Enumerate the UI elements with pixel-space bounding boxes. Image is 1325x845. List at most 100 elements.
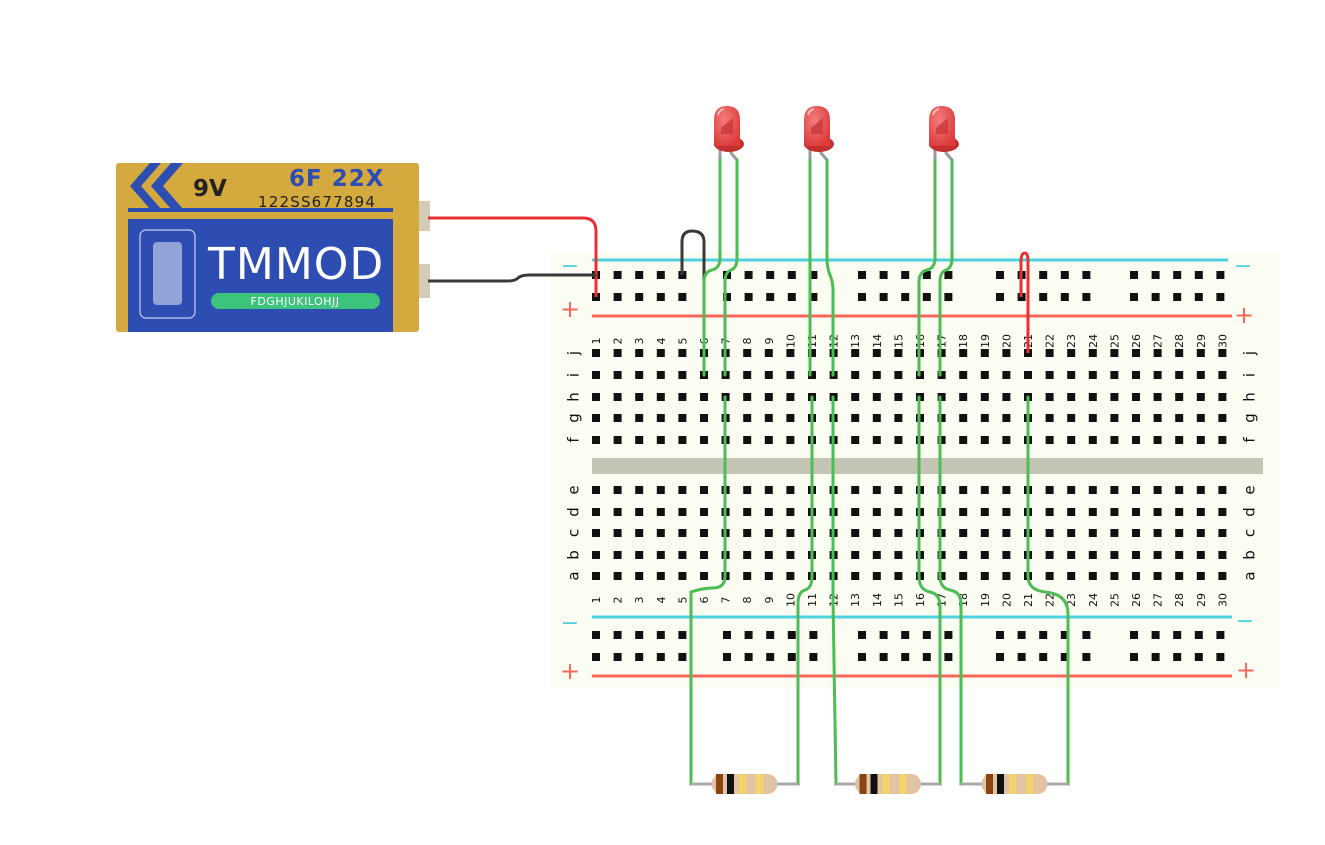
hole-g3[interactable]	[635, 414, 644, 422]
hole-c6[interactable]	[700, 529, 708, 537]
hole-i27[interactable]	[1153, 371, 1162, 379]
rail-hole[interactable]	[1151, 653, 1160, 661]
rail-hole[interactable]	[787, 293, 796, 301]
hole-h19[interactable]	[980, 393, 989, 401]
hole-h15[interactable]	[894, 393, 903, 401]
hole-h10[interactable]	[786, 393, 795, 401]
hole-b19[interactable]	[980, 551, 989, 559]
hole-j9[interactable]	[764, 349, 773, 357]
hole-j19[interactable]	[980, 349, 989, 357]
hole-j30[interactable]	[1218, 349, 1227, 357]
rail-hole[interactable]	[592, 653, 600, 661]
rail-hole[interactable]	[1216, 271, 1225, 279]
hole-a30[interactable]	[1218, 572, 1227, 580]
hole-h22[interactable]	[1045, 393, 1054, 401]
hole-g1[interactable]	[592, 414, 600, 422]
rail-hole[interactable]	[678, 293, 687, 301]
hole-b26[interactable]	[1132, 551, 1140, 559]
hole-e25[interactable]	[1110, 486, 1119, 494]
hole-b27[interactable]	[1153, 551, 1162, 559]
hole-g25[interactable]	[1110, 414, 1119, 422]
hole-a25[interactable]	[1110, 572, 1119, 580]
rail-hole[interactable]	[944, 631, 953, 639]
hole-c5[interactable]	[678, 529, 687, 537]
hole-g9[interactable]	[764, 414, 773, 422]
hole-c17[interactable]	[937, 529, 946, 537]
hole-b5[interactable]	[678, 551, 687, 559]
hole-e18[interactable]	[959, 486, 968, 494]
rail-hole[interactable]	[592, 631, 600, 639]
rail-hole[interactable]	[656, 271, 665, 279]
hole-i28[interactable]	[1175, 371, 1184, 379]
hole-g8[interactable]	[743, 414, 752, 422]
hole-j4[interactable]	[656, 349, 665, 357]
battery-terminal-positive[interactable]	[418, 201, 430, 231]
hole-j17[interactable]	[937, 349, 946, 357]
hole-h20[interactable]	[1002, 393, 1011, 401]
rail-hole[interactable]	[723, 293, 731, 301]
hole-j25[interactable]	[1110, 349, 1119, 357]
rail-hole[interactable]	[901, 271, 910, 279]
hole-a18[interactable]	[959, 572, 968, 580]
hole-b4[interactable]	[656, 551, 665, 559]
hole-b2[interactable]	[613, 551, 622, 559]
led-1[interactable]	[714, 106, 744, 161]
hole-f5[interactable]	[678, 436, 687, 444]
rail-hole[interactable]	[1151, 631, 1160, 639]
rail-hole[interactable]	[1017, 653, 1026, 661]
hole-f4[interactable]	[656, 436, 665, 444]
hole-j15[interactable]	[894, 349, 903, 357]
rail-hole[interactable]	[1130, 631, 1138, 639]
hole-c26[interactable]	[1132, 529, 1140, 537]
rail-hole[interactable]	[1216, 631, 1225, 639]
hole-i29[interactable]	[1196, 371, 1205, 379]
hole-j13[interactable]	[851, 349, 860, 357]
rail-hole[interactable]	[996, 653, 1004, 661]
hole-g2[interactable]	[613, 414, 622, 422]
hole-f9[interactable]	[764, 436, 773, 444]
hole-j10[interactable]	[786, 349, 795, 357]
hole-d6[interactable]	[700, 508, 708, 516]
rail-hole[interactable]	[723, 653, 731, 661]
rail-hole[interactable]	[1060, 653, 1069, 661]
hole-d28[interactable]	[1175, 508, 1184, 516]
hole-f20[interactable]	[1002, 436, 1011, 444]
hole-e22[interactable]	[1045, 486, 1054, 494]
hole-d19[interactable]	[980, 508, 989, 516]
hole-d26[interactable]	[1132, 508, 1140, 516]
hole-i22[interactable]	[1045, 371, 1054, 379]
wire-col11-to-resistor1[interactable]	[776, 395, 814, 786]
hole-a28[interactable]	[1175, 572, 1184, 580]
hole-b6[interactable]	[700, 551, 708, 559]
hole-a10[interactable]	[786, 572, 795, 580]
hole-i4[interactable]	[656, 371, 665, 379]
hole-f3[interactable]	[635, 436, 644, 444]
hole-a4[interactable]	[656, 572, 665, 580]
hole-h24[interactable]	[1088, 393, 1097, 401]
hole-h30[interactable]	[1218, 393, 1227, 401]
hole-g15[interactable]	[894, 414, 903, 422]
rail-hole[interactable]	[922, 271, 931, 279]
hole-d22[interactable]	[1045, 508, 1054, 516]
hole-h9[interactable]	[764, 393, 773, 401]
wire-led1-cathode[interactable]	[702, 158, 722, 377]
rail-hole[interactable]	[1194, 293, 1203, 301]
rail-hole[interactable]	[1039, 653, 1048, 661]
hole-a29[interactable]	[1196, 572, 1205, 580]
rail-hole[interactable]	[635, 293, 644, 301]
rail-hole[interactable]	[996, 631, 1004, 639]
hole-f15[interactable]	[894, 436, 903, 444]
hole-f17[interactable]	[937, 436, 946, 444]
hole-c13[interactable]	[851, 529, 860, 537]
hole-d15[interactable]	[894, 508, 903, 516]
led-3[interactable]	[929, 106, 959, 161]
rail-hole[interactable]	[1060, 631, 1069, 639]
hole-e4[interactable]	[656, 486, 665, 494]
hole-h27[interactable]	[1153, 393, 1162, 401]
hole-f6[interactable]	[700, 436, 708, 444]
hole-a26[interactable]	[1132, 572, 1140, 580]
rail-hole[interactable]	[1039, 293, 1048, 301]
hole-f25[interactable]	[1110, 436, 1119, 444]
hole-f26[interactable]	[1132, 436, 1140, 444]
hole-c15[interactable]	[894, 529, 903, 537]
